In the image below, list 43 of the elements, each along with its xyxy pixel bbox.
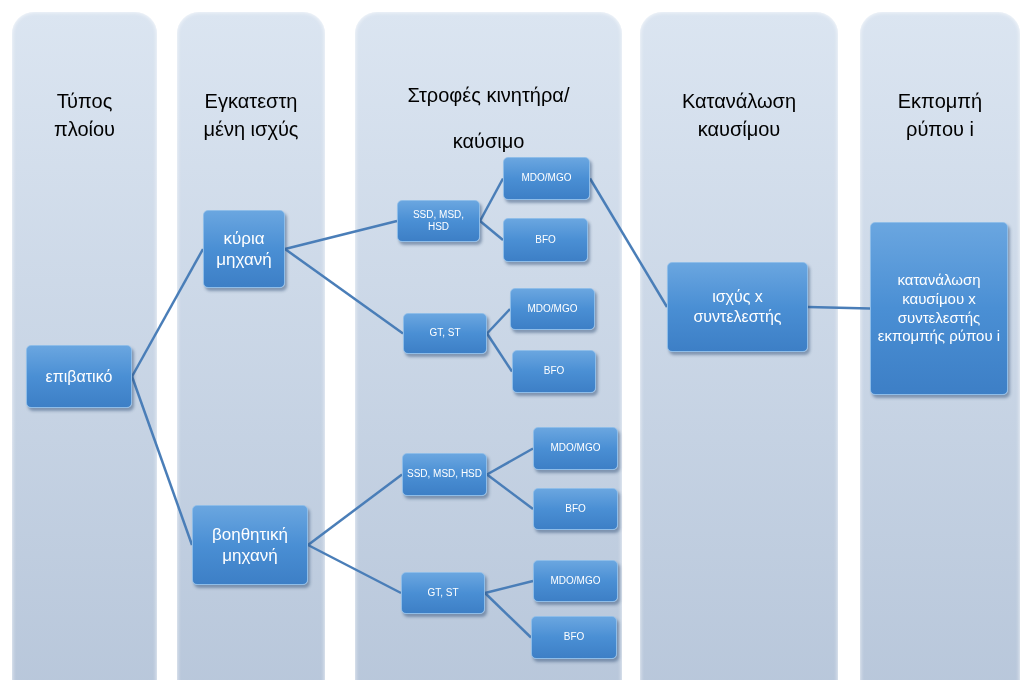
connector-line	[284, 248, 404, 335]
column-band	[640, 12, 838, 680]
process-box: επιβατικό	[26, 345, 132, 408]
connector-line	[484, 579, 534, 595]
connector-line	[130, 248, 205, 378]
connector-line	[486, 447, 534, 476]
process-box: SSD, MSD, HSD	[402, 453, 487, 496]
column-band	[177, 12, 325, 680]
process-box: ισχύς x συντελεστής	[667, 262, 808, 352]
connector-line	[284, 219, 398, 251]
process-box: MDO/MGO	[503, 157, 590, 200]
connector-line	[478, 177, 505, 222]
process-box: GT, ST	[403, 313, 487, 354]
process-box: BFO	[533, 488, 618, 530]
connector-line	[486, 473, 534, 510]
column-heading: Τύπος πλοίου	[52, 89, 117, 142]
process-box: MDO/MGO	[510, 288, 595, 330]
connector-line	[484, 592, 532, 639]
process-box: SSD, MSD, HSD	[397, 200, 480, 242]
connector-line	[807, 305, 871, 310]
column-band	[12, 12, 157, 680]
column-heading: Κατανάλωση καυσίμου	[680, 89, 798, 142]
column-band	[355, 12, 622, 680]
process-box: κατανάλωση καυσίμου x συντελεστής εκπομπής ρύπου i	[870, 222, 1008, 395]
connector-line	[130, 376, 194, 546]
process-box: GT, ST	[401, 572, 485, 614]
process-box: BFO	[512, 350, 596, 393]
process-box: MDO/MGO	[533, 560, 618, 602]
column-heading: Εγκατεστη μένη ισχύς	[202, 89, 300, 142]
connector-line	[486, 308, 511, 335]
connector-line	[485, 332, 514, 373]
connector-line	[588, 177, 669, 308]
column-band	[860, 12, 1020, 680]
process-box: BFO	[503, 218, 588, 262]
process-box: BFO	[531, 616, 617, 659]
process-box: κύρια μηχανή	[203, 210, 285, 288]
connector-line	[479, 220, 504, 241]
connector-line	[307, 543, 402, 595]
process-box: MDO/MGO	[533, 427, 618, 470]
process-box: βοηθητική μηχανή	[192, 505, 308, 585]
column-heading: Εκπομπή ρύπου i	[896, 89, 984, 142]
column-heading: Στροφές κινητήρα/ καύσιμο	[406, 83, 571, 154]
connector-line	[307, 473, 403, 546]
